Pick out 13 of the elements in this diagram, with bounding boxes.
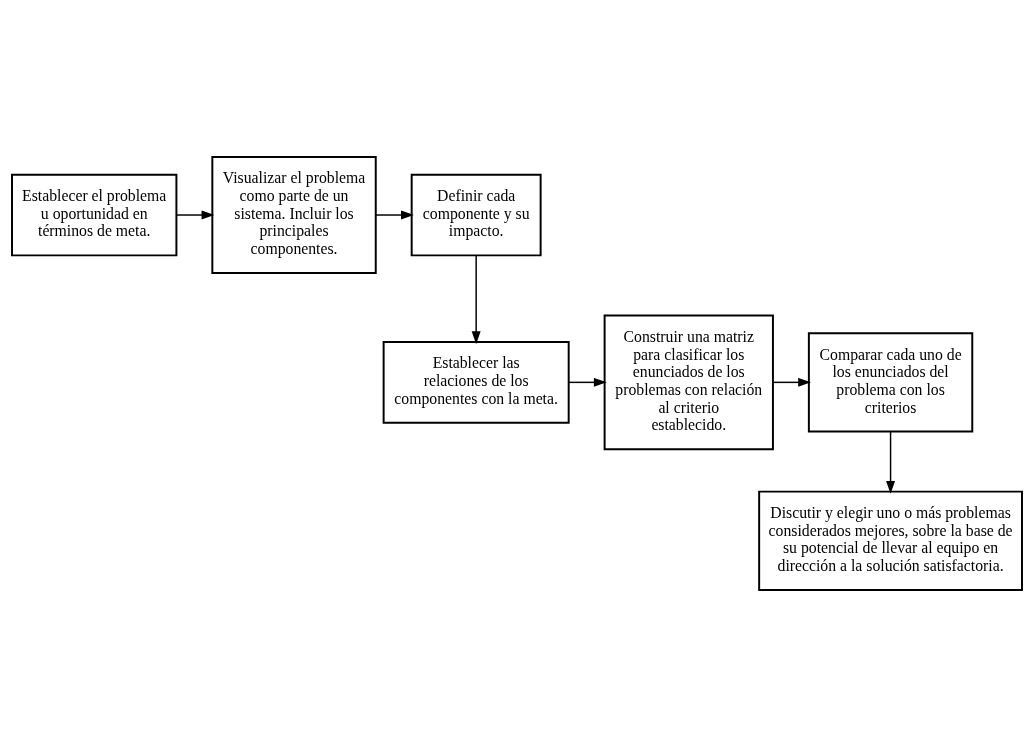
node-box: Visualizar el problema como parte de un sistema. Incluir los principales componentes. xyxy=(211,155,377,275)
node-box: Discutir y elegir uno o más problemas considerados mejores, sobre la base de su potencial de llevar al equipo en dirección a la solución satisfactoria. xyxy=(758,490,1023,592)
arrow xyxy=(886,430,896,494)
arrow xyxy=(375,210,414,220)
node-box: Definir cada componente y su impacto. xyxy=(410,173,542,257)
node-box: Comparar cada uno de los enunciados del problema con los criterios xyxy=(807,332,974,433)
node-box: Construir una matriz para clasificar los enunciados de los problemas con relación al criterio establecido. xyxy=(603,314,774,451)
node-box: Establecer el problema u oportunidad en términos de meta. xyxy=(11,173,178,257)
arrow xyxy=(471,254,481,345)
arrow xyxy=(568,377,607,387)
arrow xyxy=(175,210,215,220)
node-box: Establecer las relaciones de los componentes con la meta. xyxy=(382,341,570,424)
arrow xyxy=(772,377,811,387)
